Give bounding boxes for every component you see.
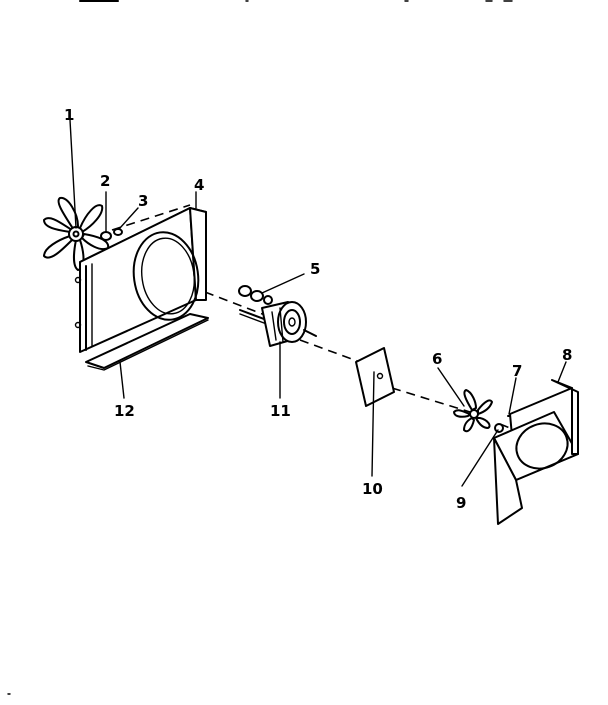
callout-7: 7 [512, 362, 522, 380]
callout-5: 5 [310, 260, 320, 278]
motor-icon [239, 301, 317, 347]
callout-9: 9 [456, 494, 466, 512]
fan-shroud-icon [74, 207, 207, 353]
blower-housing-icon [493, 379, 579, 525]
callout-2: 2 [100, 172, 110, 190]
motor-hardware-icon [238, 285, 273, 305]
callout-11: 11 [270, 402, 291, 420]
callout-6: 6 [432, 350, 442, 368]
callout-10: 10 [362, 480, 383, 498]
callout-8: 8 [562, 346, 572, 364]
base-strip-icon [85, 313, 209, 371]
callout-4: 4 [194, 176, 204, 194]
callout-12: 12 [114, 402, 135, 420]
fan-blade-small-icon [453, 389, 493, 433]
callout-3: 3 [138, 192, 148, 210]
mounting-bracket-icon [355, 347, 395, 407]
callout-labels: 1 2 3 4 5 6 7 8 9 10 11 12 [64, 106, 572, 512]
callout-1: 1 [64, 106, 74, 124]
nut-washer-icon [100, 228, 123, 241]
leader-lines [69, 119, 567, 487]
